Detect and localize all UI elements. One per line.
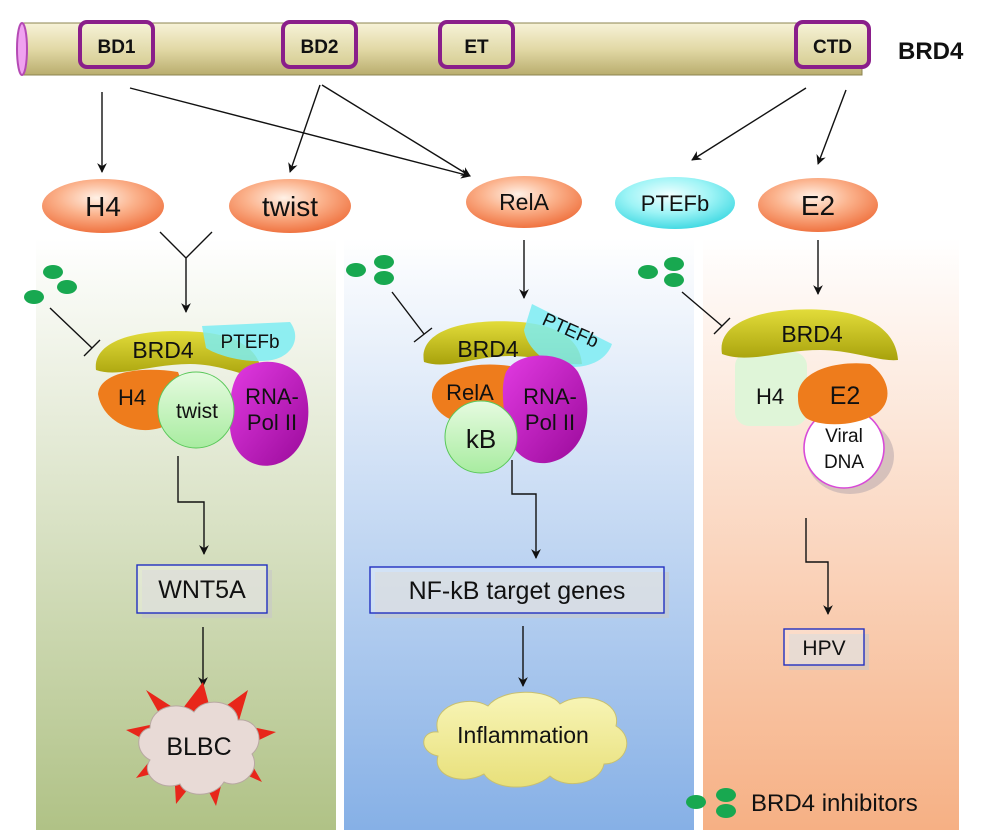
gene-box-wnt5a: WNT5A (136, 564, 272, 618)
legend-inhibitor-icon (686, 788, 736, 818)
complex-kb-label: kB (466, 424, 496, 454)
transcription-arrow (805, 518, 833, 615)
partner-e2: E2 (758, 178, 878, 232)
polii-shape (502, 355, 588, 464)
arrow-ctd-e2 (816, 89, 847, 165)
complex-rela-label: RelA (446, 380, 494, 405)
partner-ptefb: PTEFb (615, 177, 735, 229)
gene-box-nfkb: NF-kB target genes (369, 566, 669, 618)
brd4-shape (721, 309, 898, 361)
gene-wnt5a-label: WNT5A (158, 576, 246, 604)
explosion-cloud (138, 701, 260, 795)
partner-e2-label: E2 (801, 190, 835, 221)
h4-shape (735, 352, 807, 426)
complex-dna-label-2: DNA (824, 452, 864, 473)
gene-nfkb-label: NF-kB target genes (409, 577, 626, 605)
partner-h4: H4 (42, 179, 164, 233)
domain-et-label: ET (464, 37, 489, 58)
inhibition-line (49, 307, 101, 357)
complex-h4-label: H4 (756, 384, 784, 409)
partner-twist-label: twist (262, 191, 318, 222)
domain-bd1-label: BD1 (97, 37, 135, 58)
complex-dna-label-1: Viral (825, 426, 863, 447)
panel-right: BRD4 H4 E2 Viral DNA HPV (638, 240, 898, 670)
arrow-ctd-ptefb (691, 87, 807, 161)
inflammation-cloud-shape (423, 691, 628, 788)
inhibition-line (391, 291, 433, 343)
complex-polii-label-1: RNA- (523, 384, 577, 409)
outcome-inflammation-label: Inflammation (457, 722, 589, 748)
partner-rela: RelA (466, 176, 582, 228)
gene-box-hpv: HPV (783, 628, 869, 670)
complex-ptefb-label: PTEFb (220, 332, 279, 353)
domain-bd1: BD1 (78, 20, 155, 69)
transcription-arrow (511, 460, 541, 559)
complex-brd4-label: BRD4 (457, 336, 519, 362)
arrow-bd1-rela (129, 87, 471, 179)
complex-h4-label: H4 (118, 385, 146, 410)
complex-polii-label-2: Pol II (525, 410, 575, 435)
complex-e2: BRD4 H4 E2 Viral DNA (721, 309, 898, 494)
gene-hpv-label: HPV (802, 637, 845, 660)
legend-inhibitors-label: BRD4 inhibitors (751, 790, 918, 817)
inhibition-line (681, 291, 731, 335)
twist-shape (157, 371, 235, 449)
domain-bd2: BD2 (281, 20, 358, 69)
convergence-connector (159, 231, 213, 312)
inhibitor-icon (638, 257, 684, 287)
kb-shape (444, 400, 518, 474)
inhibitor-icon (24, 265, 77, 304)
partner-rela-label: RelA (499, 189, 550, 215)
complex-polii-label-2: Pol II (247, 410, 297, 435)
e2-shape (797, 363, 888, 425)
outcome-blbc-label: BLBC (166, 733, 231, 761)
panel-left: BRD4 PTEFb H4 twist RNA- Pol II WNT5A BL… (24, 231, 309, 806)
complex-rela: BRD4 PTEFb RelA kB RNA- Pol II (423, 304, 612, 474)
arrow-bd2-twist (288, 84, 321, 173)
complex-twist: BRD4 PTEFb H4 twist RNA- Pol II (95, 322, 309, 466)
domain-ctd-label: CTD (813, 37, 852, 58)
panel-middle: BRD4 PTEFb RelA kB RNA- Pol II NF-kB tar… (346, 240, 669, 788)
outcome-blbc-explosion: BLBC (126, 682, 276, 806)
inhibitor-icon (346, 255, 394, 285)
ptefb-shape (524, 304, 612, 368)
complex-twist-label: twist (176, 400, 218, 423)
legend: BRD4 inhibitors (686, 788, 918, 818)
bar-end-cap (16, 22, 28, 76)
outcome-inflammation-cloud: Inflammation (423, 691, 628, 788)
complex-e2-label: E2 (830, 382, 861, 410)
complex-polii-label-1: RNA- (245, 384, 299, 409)
partner-ptefb-label: PTEFb (641, 191, 709, 216)
domain-ctd: CTD (794, 20, 871, 69)
partner-h4-label: H4 (85, 191, 121, 222)
complex-brd4-label: BRD4 (781, 321, 843, 347)
protein-name: BRD4 (898, 38, 964, 65)
ptefb-shape (202, 322, 296, 362)
domain-arrows (97, 84, 847, 179)
arrow-bd2-rela (321, 84, 471, 177)
domain-bd2-label: BD2 (300, 37, 338, 58)
transcription-arrow (177, 456, 209, 555)
domain-et: ET (438, 20, 515, 69)
polii-shape (229, 361, 309, 466)
partner-twist: twist (229, 179, 351, 233)
complex-brd4-label: BRD4 (132, 337, 194, 363)
